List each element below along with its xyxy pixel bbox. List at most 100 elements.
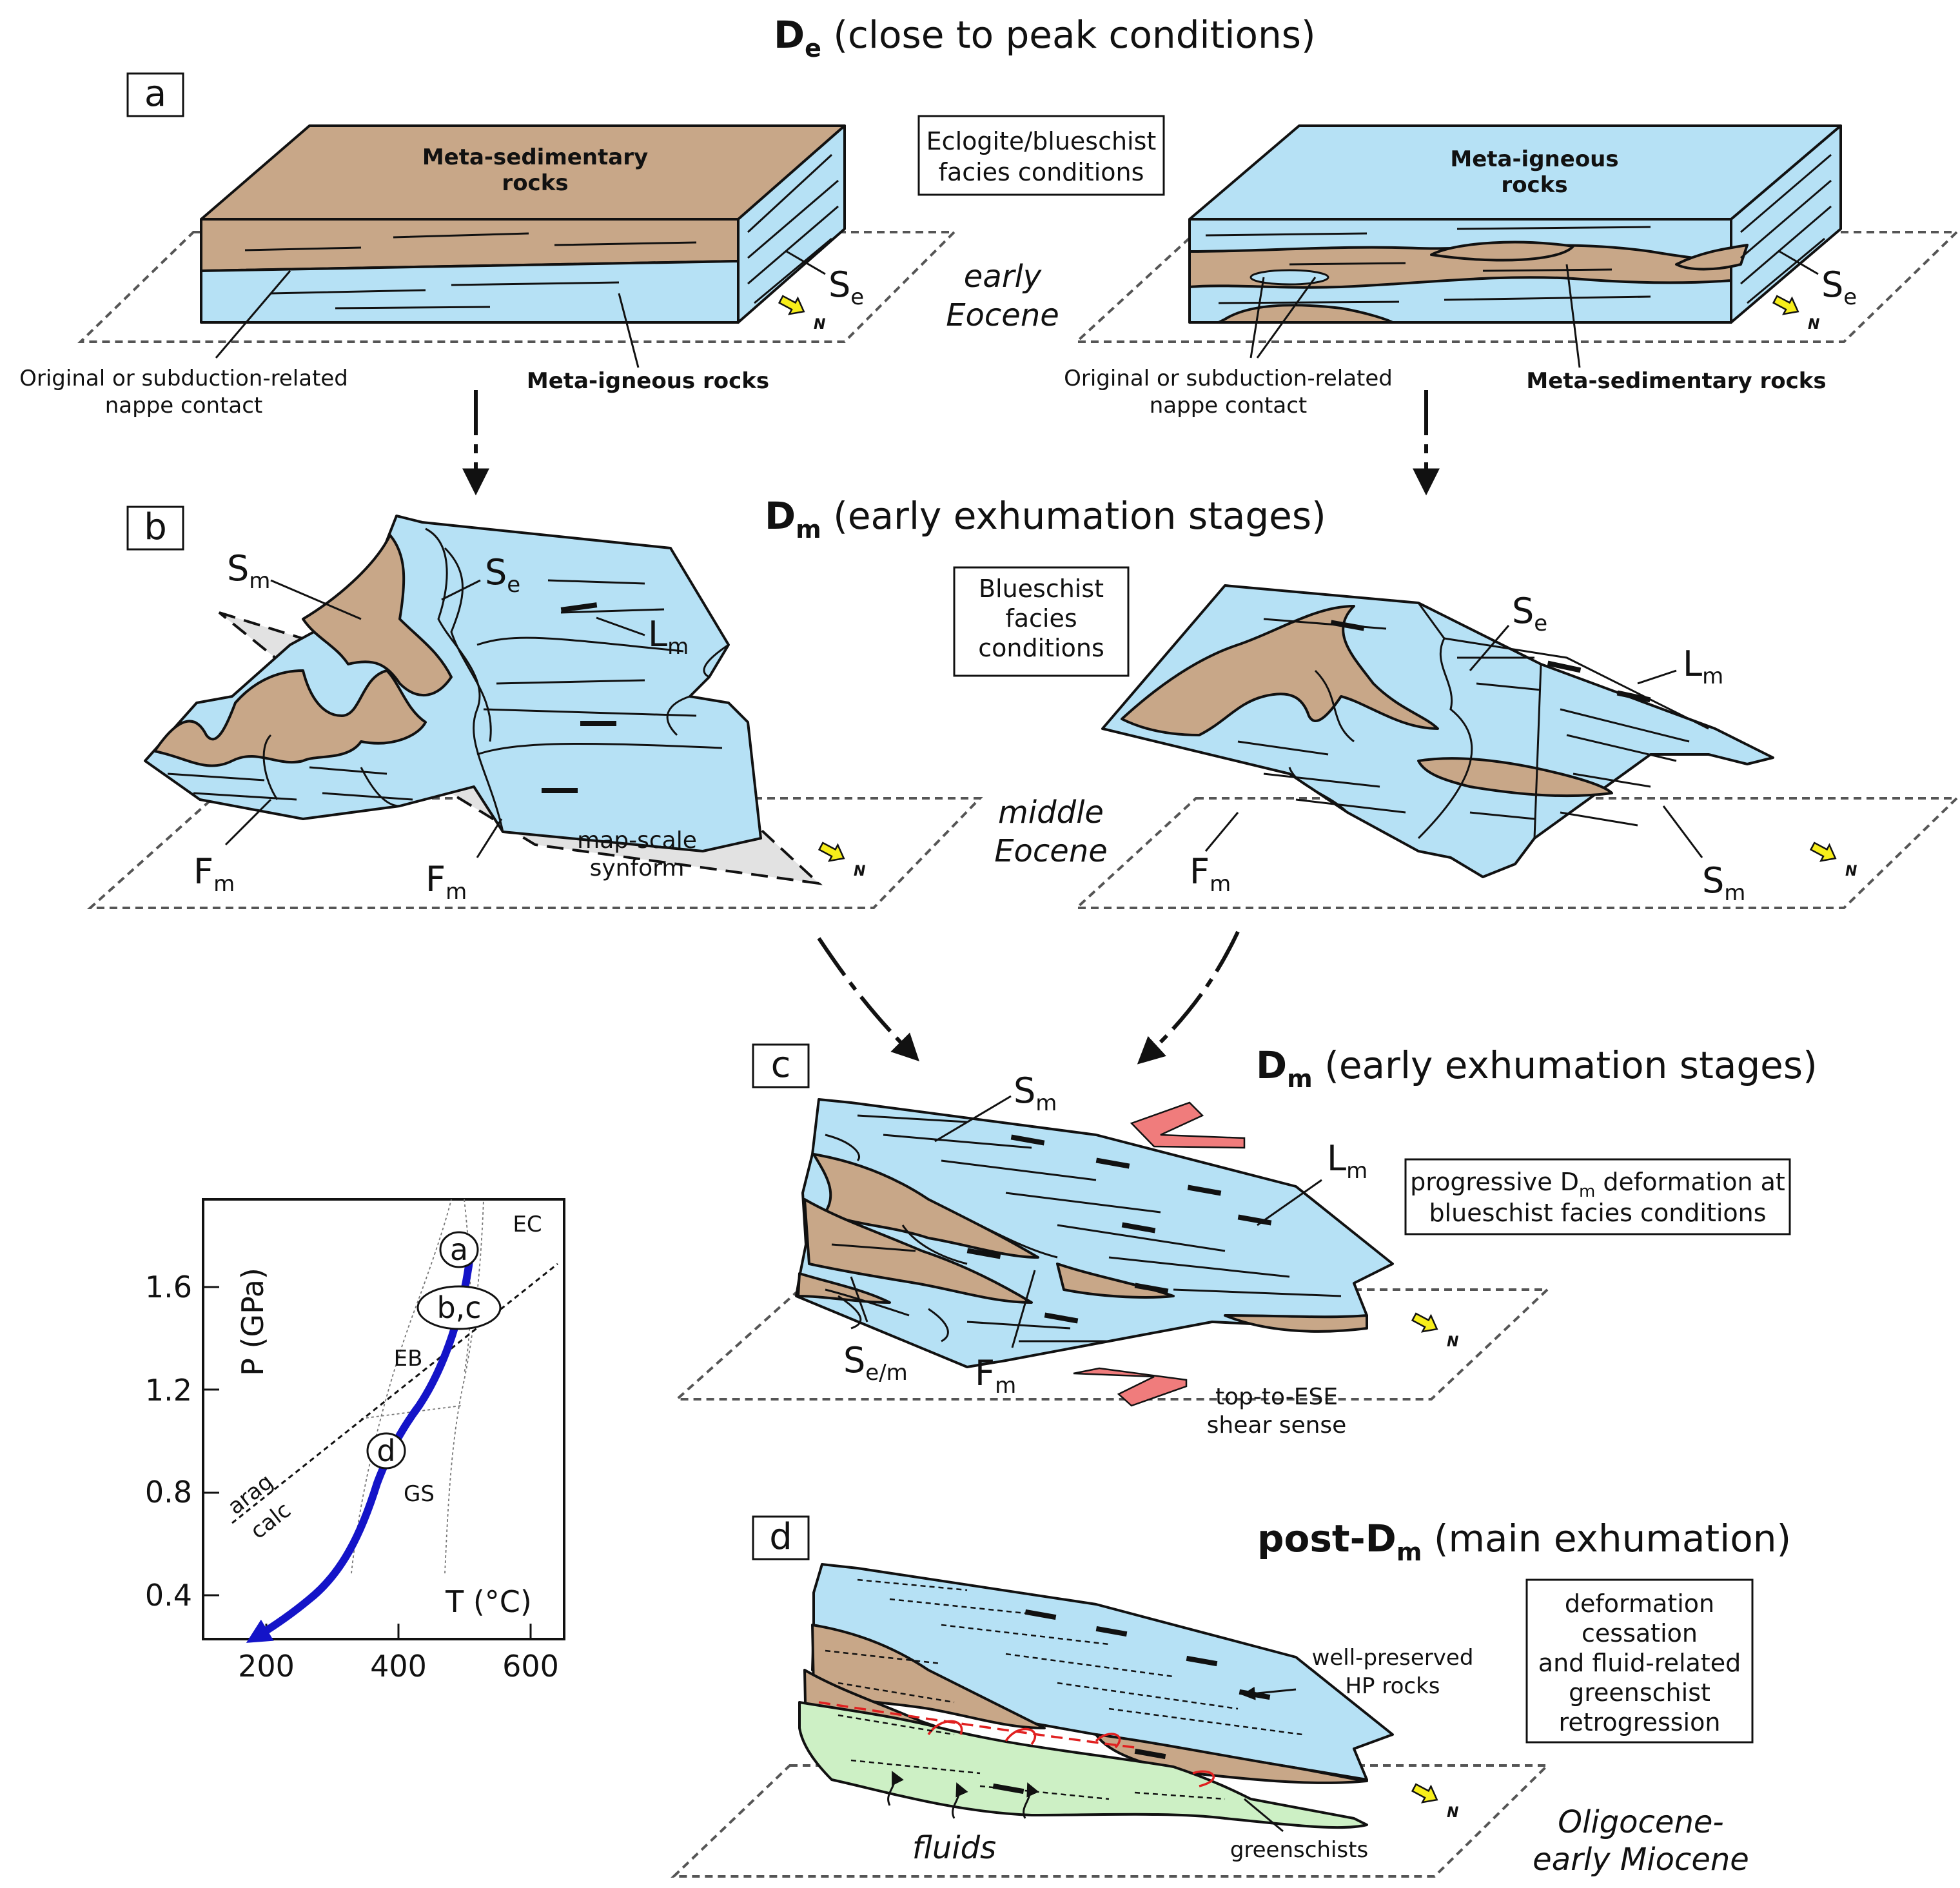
svg-text:Eclogite/blueschist: Eclogite/blueschist bbox=[926, 127, 1157, 155]
north-arrow-d: N bbox=[1409, 1778, 1458, 1821]
pt-field-eb: EB bbox=[394, 1346, 423, 1372]
svg-text:Sm: Sm bbox=[1014, 1070, 1057, 1116]
svg-text:map-scale: map-scale bbox=[577, 827, 697, 854]
fm-label-b-left-2: Fm bbox=[426, 818, 503, 905]
era-label-a: early Eocene bbox=[946, 259, 1059, 333]
svg-text:rocks: rocks bbox=[502, 170, 568, 196]
pt-chart-frame bbox=[202, 1198, 565, 1640]
svg-text:post-Dm (main exhumation): post-Dm (main exhumation) bbox=[1257, 1517, 1791, 1566]
panel-label-b: b bbox=[126, 506, 184, 551]
sem-label-c: Se/m bbox=[843, 1276, 908, 1386]
svg-text:greenschist: greenschist bbox=[1569, 1678, 1710, 1707]
svg-text:De (close to peak conditions): De (close to peak conditions) bbox=[774, 13, 1316, 63]
block-a-left: Meta-sedimentary rocks Meta-igneous rock… bbox=[19, 124, 957, 418]
svg-text:HP rocks: HP rocks bbox=[1345, 1673, 1440, 1699]
svg-text:early: early bbox=[964, 259, 1042, 295]
svg-text:facies: facies bbox=[1005, 604, 1077, 633]
era-label-d: Oligocene- early Miocene bbox=[1533, 1804, 1749, 1878]
svg-text:a: a bbox=[450, 1232, 468, 1267]
svg-text:Oligocene-: Oligocene- bbox=[1558, 1804, 1723, 1840]
svg-text:Meta-sedimentary rocks: Meta-sedimentary rocks bbox=[1526, 368, 1826, 394]
svg-text:fluids: fluids bbox=[912, 1830, 996, 1866]
block-d bbox=[671, 1563, 1551, 1878]
svg-text:greenschists: greenschists bbox=[1230, 1837, 1368, 1863]
arrow-b-to-c-right bbox=[1137, 930, 1240, 1065]
svg-text:deformation: deformation bbox=[1565, 1589, 1714, 1618]
pt-xtick-3: 600 bbox=[502, 1649, 559, 1684]
svg-text:Original or subduction-related: Original or subduction-related bbox=[19, 366, 348, 391]
panel-label-d: d bbox=[752, 1515, 810, 1560]
se-label-b-left: Se bbox=[441, 552, 520, 601]
hp-rocks-label: well-preserved HP rocks bbox=[1241, 1645, 1473, 1700]
sm-label-b-left: Sm bbox=[227, 548, 362, 620]
north-arrow-b-left: N bbox=[816, 837, 865, 880]
svg-text:Se: Se bbox=[828, 264, 864, 310]
svg-text:shear sense: shear sense bbox=[1207, 1412, 1347, 1439]
svg-text:Meta-sedimentary: Meta-sedimentary bbox=[422, 144, 648, 170]
north-arrow-a-left: N bbox=[776, 290, 825, 333]
svg-text:Original or subduction-related: Original or subduction-related bbox=[1064, 366, 1393, 391]
pt-point-d bbox=[366, 1432, 406, 1470]
svg-text:Se: Se bbox=[485, 552, 520, 598]
shear-arrow-top bbox=[1130, 1101, 1246, 1149]
sm-label-b-right: Sm bbox=[1662, 805, 1745, 906]
block-b-left: map-scale synform bbox=[86, 515, 983, 909]
greenschists-label: greenschists bbox=[1230, 1798, 1368, 1863]
north-arrow-a-right: N bbox=[1770, 290, 1819, 333]
svg-text:progressive Dm deformation at: progressive Dm deformation at bbox=[1410, 1168, 1785, 1201]
svg-text:nappe contact: nappe contact bbox=[105, 393, 263, 418]
shear-sense-label: top-to-ESE shear sense bbox=[1207, 1384, 1347, 1439]
pt-ytick-1: 1.6 bbox=[145, 1270, 192, 1304]
pt-chart: 1.6 1.2 0.8 0.4 200 400 600 P (GPa) T (°… bbox=[145, 1198, 565, 1684]
svg-text:Meta-igneous: Meta-igneous bbox=[1450, 146, 1618, 172]
svg-text:facies conditions: facies conditions bbox=[939, 158, 1144, 186]
title-post-dm: post-Dm (main exhumation) bbox=[1257, 1517, 1791, 1566]
pt-ytick-3: 0.8 bbox=[145, 1475, 192, 1509]
svg-text:d: d bbox=[377, 1433, 395, 1468]
svg-text:Se: Se bbox=[1821, 264, 1857, 310]
pt-field-ec: EC bbox=[513, 1212, 542, 1237]
svg-text:Fm: Fm bbox=[1190, 851, 1231, 897]
svg-text:retrogression: retrogression bbox=[1559, 1708, 1721, 1736]
svg-text:Eocene: Eocene bbox=[994, 833, 1108, 869]
block-b-right bbox=[1073, 584, 1960, 909]
svg-text:blueschist facies conditions: blueschist facies conditions bbox=[1429, 1199, 1766, 1227]
svg-text:b,c: b,c bbox=[436, 1290, 481, 1325]
svg-text:cessation: cessation bbox=[1582, 1619, 1698, 1647]
svg-text:N: N bbox=[1808, 317, 1819, 333]
svg-text:Fm: Fm bbox=[193, 851, 235, 897]
svg-text:b: b bbox=[144, 506, 167, 548]
svg-text:Meta-igneous rocks: Meta-igneous rocks bbox=[527, 368, 769, 394]
svg-text:Eocene: Eocene bbox=[946, 297, 1059, 333]
svg-text:nappe contact: nappe contact bbox=[1150, 393, 1308, 418]
pt-ytick-2: 1.2 bbox=[145, 1373, 192, 1408]
svg-text:Dm (early exhumation stages): Dm (early exhumation stages) bbox=[765, 494, 1326, 544]
svg-text:N: N bbox=[1845, 863, 1857, 880]
se-label-a-right: Se bbox=[1779, 250, 1857, 310]
fm-label-b-left-1: Fm bbox=[193, 798, 272, 897]
svg-text:Se: Se bbox=[1512, 591, 1547, 636]
title-dm-c: Dm (early exhumation stages) bbox=[1256, 1043, 1818, 1093]
pt-ylabel: P (GPa) bbox=[235, 1268, 270, 1376]
condition-box-b: Blueschist facies conditions bbox=[953, 566, 1130, 677]
svg-text:rocks: rocks bbox=[1501, 172, 1567, 198]
condition-box-a: Eclogite/blueschist facies conditions bbox=[917, 115, 1165, 196]
svg-text:middle: middle bbox=[998, 794, 1104, 831]
svg-text:N: N bbox=[814, 317, 825, 333]
panel-label-c: c bbox=[752, 1043, 810, 1088]
sm-label-c: Sm bbox=[934, 1070, 1057, 1143]
svg-text:Sm: Sm bbox=[227, 548, 270, 594]
se-label-b-right: Se bbox=[1469, 591, 1547, 671]
svg-text:Dm (early exhumation stages): Dm (early exhumation stages) bbox=[1256, 1043, 1818, 1093]
fm-label-c: Fm bbox=[975, 1270, 1036, 1399]
svg-text:Lm: Lm bbox=[1327, 1138, 1367, 1184]
pt-xtick-1: 200 bbox=[238, 1649, 295, 1684]
svg-text:Fm: Fm bbox=[975, 1353, 1016, 1399]
fm-label-b-right: Fm bbox=[1190, 812, 1239, 897]
block-c bbox=[673, 1098, 1551, 1401]
fluids-label: fluids bbox=[912, 1830, 996, 1866]
panel-label-a: a bbox=[126, 72, 184, 117]
svg-text:N: N bbox=[854, 863, 865, 880]
lm-label-b-left: Lm bbox=[596, 614, 689, 660]
